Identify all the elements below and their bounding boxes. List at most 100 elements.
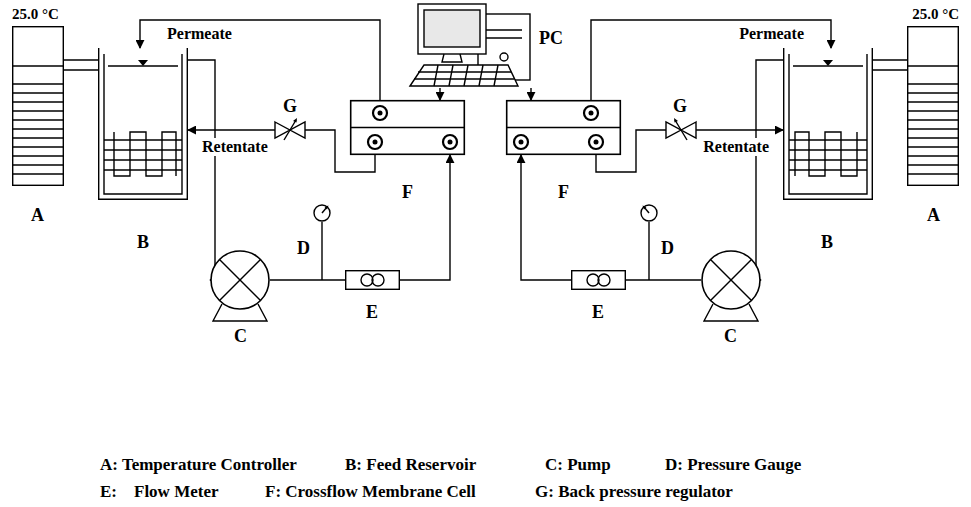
- callout-letter: C: [724, 326, 737, 346]
- drawing-path: [99, 48, 188, 199]
- drawing-line: [12, 155, 64, 156]
- drawing-circle: [594, 140, 599, 145]
- valve-outline: [275, 121, 305, 139]
- drawing-path: [823, 60, 833, 66]
- back-pressure-valve: G: [275, 96, 305, 139]
- drawing-line: [789, 139, 867, 140]
- drawing-line: [449, 65, 453, 86]
- drawing-line: [12, 83, 64, 84]
- drawing-rect: [507, 101, 621, 155]
- cell-outline: [350, 100, 465, 155]
- pipe-connector: [521, 155, 571, 280]
- drawing-line: [907, 137, 959, 138]
- drawing-path: [795, 132, 857, 176]
- drawing-path: [325, 206, 329, 210]
- drawing-line: [12, 119, 64, 120]
- drawing-line: [675, 120, 687, 140]
- callout-letter: C: [234, 326, 247, 346]
- drawing-line: [104, 139, 182, 140]
- drawing-path: [138, 60, 148, 66]
- drawing-circle: [589, 135, 603, 149]
- beaker-outline: [783, 48, 873, 200]
- drawing-line: [220, 260, 261, 301]
- pipe-connector: [400, 155, 450, 280]
- drawing-g: [907, 27, 959, 186]
- drawing-line: [12, 110, 64, 111]
- drawing-svg: [907, 26, 959, 186]
- drawing-svg: [345, 270, 400, 290]
- callout-letter: E: [592, 302, 604, 322]
- drawing-line: [789, 159, 867, 160]
- drawing-line: [350, 127, 465, 128]
- drawing-g: [641, 205, 657, 221]
- pipe-connector: [188, 129, 275, 130]
- flow-outline: [345, 270, 400, 290]
- drawing-circle: [519, 140, 524, 145]
- drawing-line: [12, 92, 64, 93]
- pump-outline: [701, 250, 761, 322]
- coolant-tube: [64, 69, 98, 70]
- pipe-connector: [64, 59, 98, 60]
- stream-label: Permeate: [737, 25, 806, 43]
- drawing-svg: [783, 48, 873, 200]
- drawing-line: [907, 119, 959, 120]
- drawing-line: [789, 149, 867, 150]
- drawing-circle: [584, 106, 598, 120]
- signal-line: [439, 88, 440, 100]
- drawing-rect: [908, 27, 959, 186]
- drawing-circle: [587, 274, 599, 286]
- drawing-rect: [572, 271, 626, 290]
- drawing-line: [907, 110, 959, 111]
- drawing-line: [434, 65, 438, 86]
- flow-outline: [571, 270, 626, 290]
- legend-key-text: B: Feed Reservoir: [345, 455, 476, 475]
- drawing-line: [494, 65, 498, 86]
- drawing-circle: [448, 140, 453, 145]
- feed-reservoir: B: [783, 48, 873, 252]
- signal-line: [530, 88, 531, 100]
- drawing-path: [704, 304, 758, 321]
- drawing-line: [464, 65, 468, 86]
- callout-letter: E: [366, 302, 378, 322]
- drawing-circle: [373, 106, 387, 120]
- drawing-g: [666, 118, 696, 140]
- drawing-path: [410, 65, 518, 86]
- pipe-connector: [188, 60, 215, 280]
- drawing-path: [674, 118, 678, 123]
- drawing-circle: [361, 274, 373, 286]
- drawing-line: [479, 65, 483, 86]
- pipe-connector: [591, 20, 831, 100]
- coolant-tube: [873, 69, 907, 70]
- pipe-connector: [696, 129, 783, 130]
- pipe-connector: [270, 279, 345, 280]
- legend-key-text: G: Back pressure regulator: [535, 482, 733, 502]
- pump-symbol: C: [701, 250, 761, 346]
- drawing-circle: [211, 251, 269, 309]
- drawing-path: [114, 132, 176, 176]
- drawing-svg: [571, 270, 626, 290]
- drawing-line: [12, 128, 64, 129]
- drawing-line: [711, 260, 752, 301]
- drawing-circle: [702, 251, 760, 309]
- gauge-stem: [648, 222, 649, 280]
- valve-outline: [666, 121, 696, 139]
- drawing-line: [907, 146, 959, 147]
- callout-letter: F: [402, 182, 413, 202]
- drawing-path: [784, 48, 873, 199]
- drawing-circle: [500, 53, 508, 61]
- pressure-gauge: D: [640, 204, 674, 258]
- drawing-circle: [641, 205, 657, 221]
- drawing-line: [506, 127, 621, 128]
- drawing-circle: [372, 274, 384, 286]
- computer-label: PC: [539, 28, 563, 48]
- drawing-line: [104, 159, 182, 160]
- drawing-g: [784, 48, 873, 199]
- drawing-line: [12, 137, 64, 138]
- drawing-svg: [506, 100, 621, 155]
- pressure-gauge: D: [297, 204, 331, 258]
- drawing-g: [506, 101, 621, 155]
- drawing-path: [104, 54, 182, 194]
- drawing-svg: [701, 250, 761, 322]
- drawing-svg: [640, 204, 658, 222]
